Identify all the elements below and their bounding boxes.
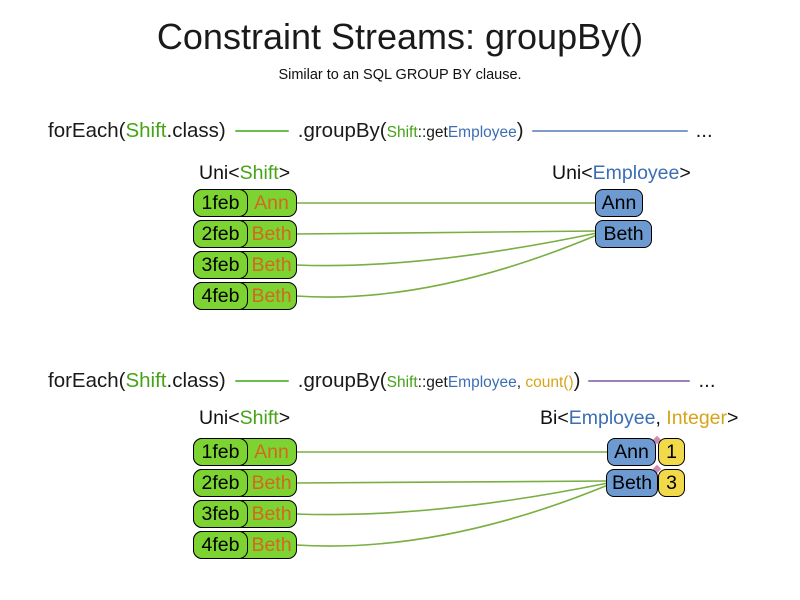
employee-cell: Beth: [251, 284, 292, 307]
shift-row: 4feb Beth: [193, 282, 297, 310]
group-cell-ann: Ann: [595, 189, 643, 217]
uni-shift-label-2: Uni<Shift>: [199, 407, 291, 429]
employee-cell: Beth: [251, 222, 292, 245]
shift-row: 2feb Beth: [193, 220, 297, 248]
code-line-groupby-count: forEach(Shift.class) .groupBy(Shift::get…: [48, 369, 716, 393]
employee-cell: Ann: [254, 191, 289, 214]
bi-employee-integer-label: Bi<Employee, Integer>: [540, 407, 739, 429]
date-cell: 1feb: [193, 189, 248, 217]
shift-row: 3feb Beth: [193, 500, 297, 528]
shift-table-2: 1feb Ann 2feb Beth 3feb Beth 4feb Beth: [193, 438, 297, 559]
employee-cell: Beth: [251, 471, 292, 494]
page-title: Constraint Streams: groupBy(): [156, 16, 644, 57]
arg-employee-token: Employee: [447, 374, 517, 391]
stream-line-green: [234, 380, 289, 382]
shift-row: 1feb Ann: [193, 438, 297, 466]
shift-type-token: Shift: [125, 369, 167, 392]
count-cell-beth: 3: [658, 469, 685, 497]
shift-type-token: Shift: [125, 119, 167, 142]
stream-line-green: [234, 130, 289, 132]
ellipsis: ...: [698, 369, 716, 392]
date-cell: 1feb: [193, 438, 248, 466]
date-cell: 4feb: [193, 531, 248, 559]
date-cell: 3feb: [193, 500, 248, 528]
stream-line-blue: [531, 130, 688, 132]
uni-employee-label: Uni<Employee>: [552, 162, 691, 184]
date-cell: 3feb: [193, 251, 248, 279]
arg-count-token: count(): [525, 374, 574, 391]
group-cell-ann: Ann: [607, 438, 656, 466]
shift-row: 4feb Beth: [193, 531, 297, 559]
date-cell: 4feb: [193, 282, 248, 310]
stream-line-purple: [588, 380, 691, 382]
groupby-call: .groupBy(Shift::getEmployee): [297, 119, 524, 142]
shift-row: 2feb Beth: [193, 469, 297, 497]
shift-table-1: 1feb Ann 2feb Beth 3feb Beth 4feb Beth: [193, 189, 297, 310]
arg-employee-token: Employee: [447, 124, 517, 141]
groupby-call: .groupBy(Shift::getEmployee, count()): [297, 369, 581, 392]
employee-cell: Beth: [251, 533, 292, 556]
employee-cell: Ann: [254, 440, 289, 463]
employee-cell: Beth: [251, 502, 292, 525]
page-subtitle: Similar to an SQL GROUP BY clause.: [278, 67, 522, 83]
foreach-call: forEach(Shift.class): [48, 119, 226, 142]
employee-cell: Beth: [251, 253, 292, 276]
group-cell-beth: Beth: [606, 469, 658, 497]
count-cell-ann: 1: [658, 438, 685, 466]
date-cell: 2feb: [193, 220, 248, 248]
foreach-call: forEach(Shift.class): [48, 369, 226, 392]
shift-row: 1feb Ann: [193, 189, 297, 217]
uni-shift-label-1: Uni<Shift>: [199, 162, 291, 184]
arg-shift-token: Shift: [386, 124, 418, 141]
date-cell: 2feb: [193, 469, 248, 497]
code-line-groupby-single: forEach(Shift.class) .groupBy(Shift::get…: [48, 119, 713, 143]
arg-shift-token: Shift: [386, 374, 418, 391]
group-cell-beth: Beth: [595, 220, 652, 248]
shift-row: 3feb Beth: [193, 251, 297, 279]
ellipsis: ...: [695, 119, 713, 142]
